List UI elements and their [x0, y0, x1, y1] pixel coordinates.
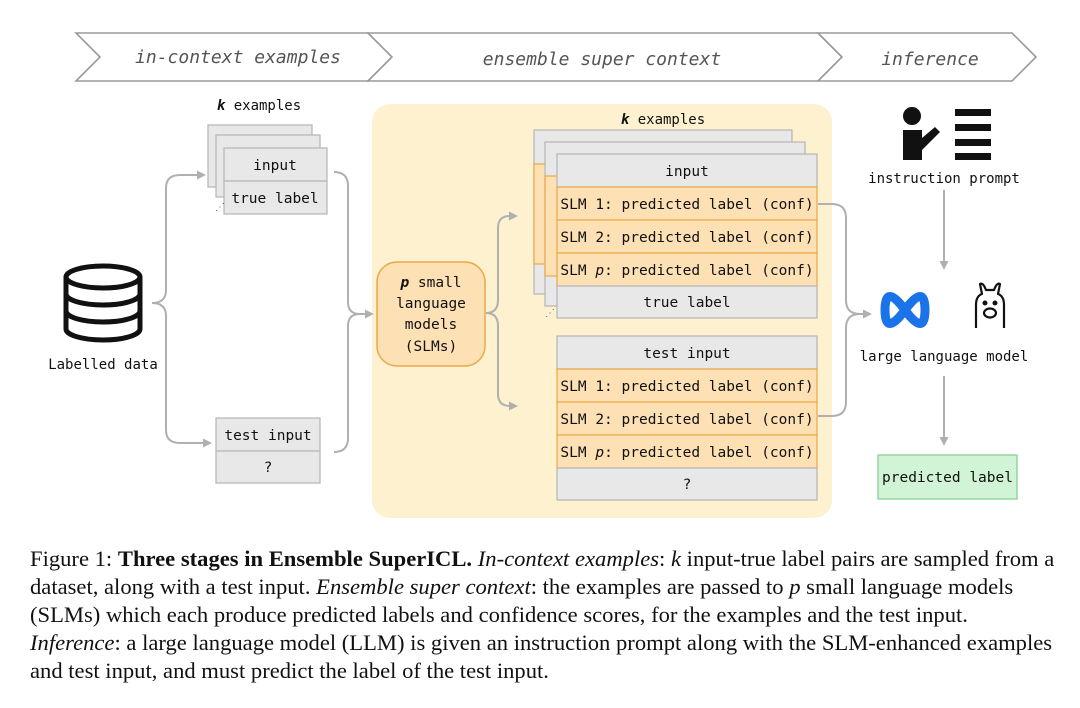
- caption-s2-var: p: [789, 574, 801, 599]
- mid-example-input: input: [665, 164, 709, 180]
- llm-label: large language model: [860, 349, 1029, 365]
- mid-example-slmp: SLM p: predicted label (conf): [560, 263, 813, 279]
- database-icon: [63, 263, 143, 343]
- mid-test-unknown: ?: [683, 477, 692, 493]
- teacher-icon: [903, 107, 991, 160]
- left-test-input-text: test input: [224, 428, 311, 444]
- svg-text:⋰: ⋰: [215, 202, 225, 213]
- predicted-label: predicted label: [882, 470, 1013, 486]
- caption-title: Three stages in Ensemble SuperICL.: [117, 546, 473, 571]
- slm-node: p small language models (SLMs): [376, 261, 486, 367]
- mid-test-slm1: SLM 1: predicted label (conf): [560, 379, 813, 395]
- stage-label-1: in-context examples: [135, 47, 341, 68]
- meta-logo-icon: [880, 292, 930, 328]
- left-test-input: test input ?: [215, 417, 321, 484]
- left-test-unknown: ?: [264, 460, 273, 476]
- connectors: [151, 170, 949, 453]
- slm-node-line3: models: [405, 317, 457, 333]
- caption-stage2-name: Ensemble super context: [316, 574, 531, 599]
- caption-stage1-text: input-true label pairs are sampled from …: [30, 546, 1055, 599]
- svg-text:⋰: ⋰: [545, 308, 555, 319]
- mid-k-examples-label: k examples: [621, 112, 705, 128]
- left-example-stack: input true label ⋰: [207, 124, 328, 215]
- caption-stage2-text: small language models (SLMs) which each …: [30, 574, 1014, 627]
- mid-test-slm2: SLM 2: predicted label (conf): [560, 412, 813, 428]
- db-label: Labelled data: [48, 357, 158, 373]
- mid-test-slmp: SLM p: predicted label (conf): [560, 445, 813, 461]
- mid-example-true-label: true label: [643, 295, 730, 311]
- stage-label-3: inference: [881, 49, 979, 70]
- caption-s1-var: k: [670, 546, 682, 571]
- stage-banner: in-context examples ensemble super conte…: [74, 32, 1038, 82]
- stage-label-2: ensemble super context: [483, 49, 721, 70]
- figure-caption: Figure 1: Three stages in Ensemble Super…: [30, 545, 1055, 685]
- caption-stage3-text: : a large language model (LLM) is given …: [30, 630, 1053, 683]
- left-example-input-box: [223, 147, 328, 182]
- left-example-label-box: [223, 180, 328, 215]
- caption-stage1-name: In-context examples: [477, 546, 660, 571]
- predicted-label-box: predicted label: [877, 454, 1018, 500]
- caption-stage3-name: Inference: [30, 630, 115, 655]
- left-k-examples-label: k examples: [217, 98, 301, 114]
- caption-s1-mid: :: [659, 546, 671, 571]
- stage-inference: [816, 32, 1038, 82]
- mid-example-stack: input SLM 1: predicted label (conf) SLM …: [533, 129, 818, 319]
- mid-test-input: test input: [643, 346, 730, 362]
- mid-test-stack: test input SLM 1: predicted label (conf)…: [556, 335, 818, 501]
- mid-example-slm1: SLM 1: predicted label (conf): [560, 197, 813, 213]
- left-example-label: true label: [231, 191, 318, 207]
- left-example-input: input: [253, 158, 297, 174]
- caption-prefix: Figure 1:: [30, 546, 118, 571]
- slm-node-line1: p small: [399, 275, 461, 291]
- llama-icon: [974, 282, 1006, 328]
- slm-node-line4: (SLMs): [405, 339, 457, 355]
- caption-s2-mid: : the examples are passed to: [530, 574, 790, 599]
- mid-example-slm2: SLM 2: predicted label (conf): [560, 230, 813, 246]
- instruction-label: instruction prompt: [868, 171, 1020, 187]
- slm-node-line2: language: [396, 296, 466, 312]
- diagram: in-context examples ensemble super conte…: [48, 32, 1038, 518]
